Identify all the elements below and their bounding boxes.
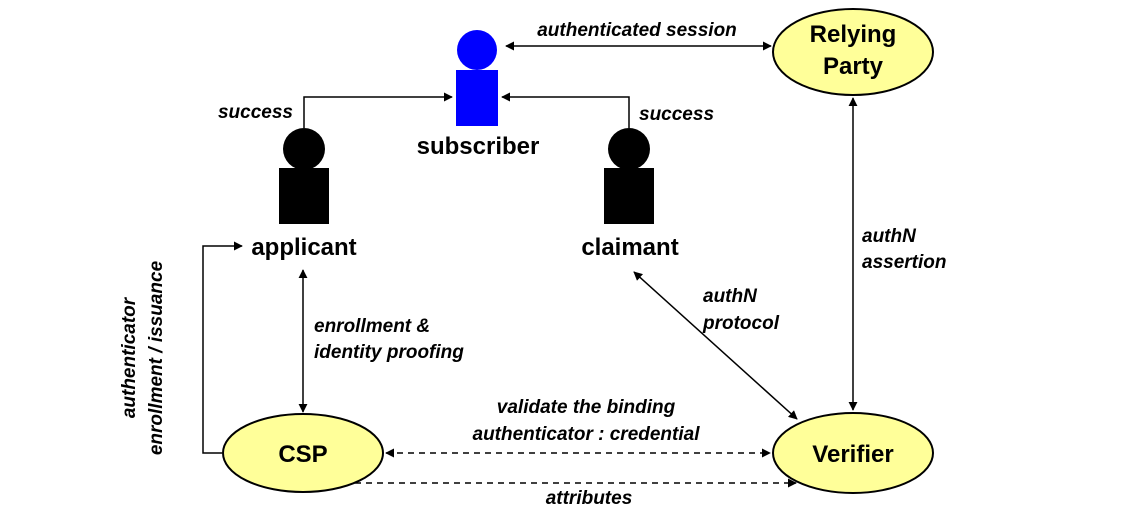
applicant-label: applicant (251, 234, 356, 261)
authn-assertion-label-line1: authN (862, 226, 917, 247)
attributes-label: attributes (546, 488, 633, 509)
success-right-label: success (639, 104, 714, 125)
claimant-label: claimant (581, 234, 678, 261)
claimant-head (608, 128, 650, 170)
issuance-arrow (202, 241, 243, 454)
applicant-head (283, 128, 325, 170)
applicant-body (279, 168, 329, 224)
authn-assertion-label-line2: assertion (862, 252, 946, 273)
relying-party-label-line2: Party (823, 53, 884, 80)
subscriber-figure (456, 30, 498, 126)
issuance-label-line1: authenticator (119, 296, 140, 418)
enrollment-label-line1: enrollment & (314, 316, 430, 337)
relying-party-node (772, 8, 934, 96)
csp-label: CSP (278, 441, 327, 468)
applicant-figure (279, 128, 329, 224)
verifier-node (772, 412, 934, 494)
claimant-success-arrow (501, 92, 630, 128)
authn-protocol-label-line1: authN (703, 286, 758, 307)
claimant-figure (604, 128, 654, 224)
authn-protocol-label-line2: protocol (702, 313, 780, 334)
issuance-label-line2: enrollment / issuance (146, 260, 167, 455)
success-left-label: success (218, 102, 293, 123)
validate-binding-label-line1: validate the binding (497, 397, 676, 418)
subscriber-head (457, 30, 497, 70)
enrollment-label-line2: identity proofing (314, 342, 464, 363)
relying-party-label-line1: Relying (810, 21, 897, 48)
authn-protocol-arrow (633, 271, 798, 420)
authenticated-session-label: authenticated session (537, 20, 737, 41)
csp-node (222, 413, 384, 493)
subscriber-body (456, 70, 498, 126)
subscriber-label: subscriber (417, 133, 540, 160)
claimant-body (604, 168, 654, 224)
applicant-success-arrow (303, 92, 453, 128)
validate-binding-label-line2: authenticator : credential (473, 424, 701, 445)
verifier-label: Verifier (812, 441, 893, 468)
